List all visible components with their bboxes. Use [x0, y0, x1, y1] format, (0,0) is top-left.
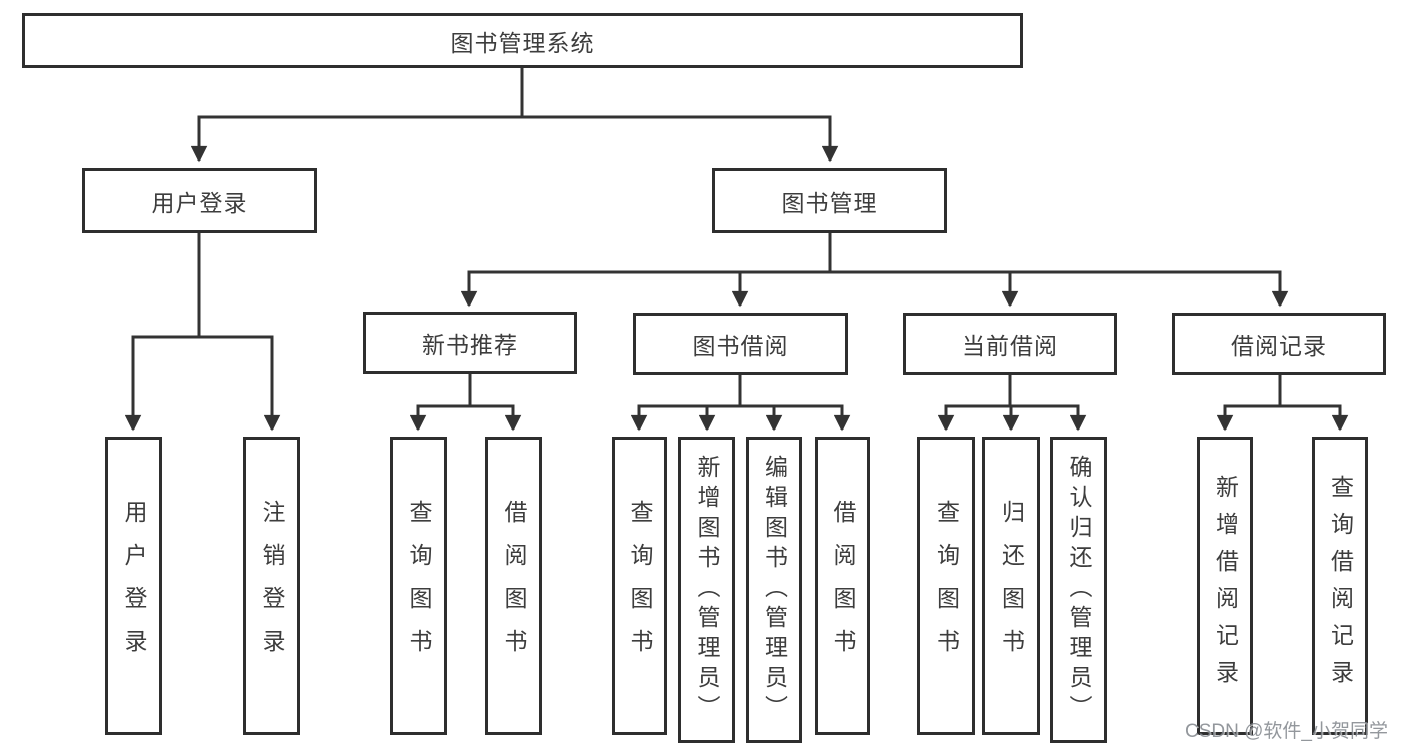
leaf-label: 注销登录	[259, 500, 285, 672]
node-new-book-recommendation: 新书推荐	[363, 312, 577, 374]
leaf-label: 用户登录	[121, 500, 147, 672]
node-leaf-return-book: 归还图书	[982, 437, 1040, 735]
node-user-login: 用户登录	[82, 168, 317, 233]
leaf-label: 确认归还（管理员）	[1066, 455, 1092, 725]
csdn-watermark: CSDN @软件_小贺同学	[1185, 721, 1388, 742]
leaf-label: 借阅图书	[501, 500, 527, 672]
node-leaf-borrow-books-2: 借阅图书	[815, 437, 870, 735]
leaf-label: 归还图书	[998, 500, 1025, 672]
node-current-borrowing: 当前借阅	[903, 313, 1117, 375]
node-leaf-user-login: 用户登录	[105, 437, 162, 735]
node-leaf-borrow-books-1: 借阅图书	[485, 437, 542, 735]
node-root: 图书管理系统	[22, 13, 1023, 68]
leaf-label: 查询图书	[406, 500, 432, 672]
node-leaf-logout: 注销登录	[243, 437, 300, 735]
leaf-label: 借阅图书	[830, 500, 856, 672]
leaf-label: 查询借阅记录	[1327, 475, 1354, 697]
node-leaf-query-books-2: 查询图书	[612, 437, 667, 735]
node-book-borrowing: 图书借阅	[633, 313, 848, 375]
leaf-label: 查询图书	[933, 500, 960, 672]
node-leaf-add-borrow-record: 新增借阅记录	[1197, 437, 1253, 735]
leaf-label: 查询图书	[627, 500, 653, 672]
node-leaf-query-books-1: 查询图书	[390, 437, 447, 735]
node-leaf-confirm-return-admin: 确认归还（管理员）	[1050, 437, 1107, 743]
leaf-label: 新增图书（管理员）	[694, 455, 720, 725]
node-leaf-query-borrow-record: 查询借阅记录	[1312, 437, 1368, 735]
leaf-label: 新增借阅记录	[1212, 475, 1239, 697]
node-leaf-edit-book-admin: 编辑图书（管理员）	[746, 437, 802, 743]
node-leaf-query-books-3: 查询图书	[917, 437, 975, 735]
node-borrowing-records: 借阅记录	[1172, 313, 1386, 375]
node-book-management: 图书管理	[712, 168, 947, 233]
leaf-label: 编辑图书（管理员）	[761, 455, 788, 725]
node-leaf-add-book-admin: 新增图书（管理员）	[678, 437, 735, 743]
